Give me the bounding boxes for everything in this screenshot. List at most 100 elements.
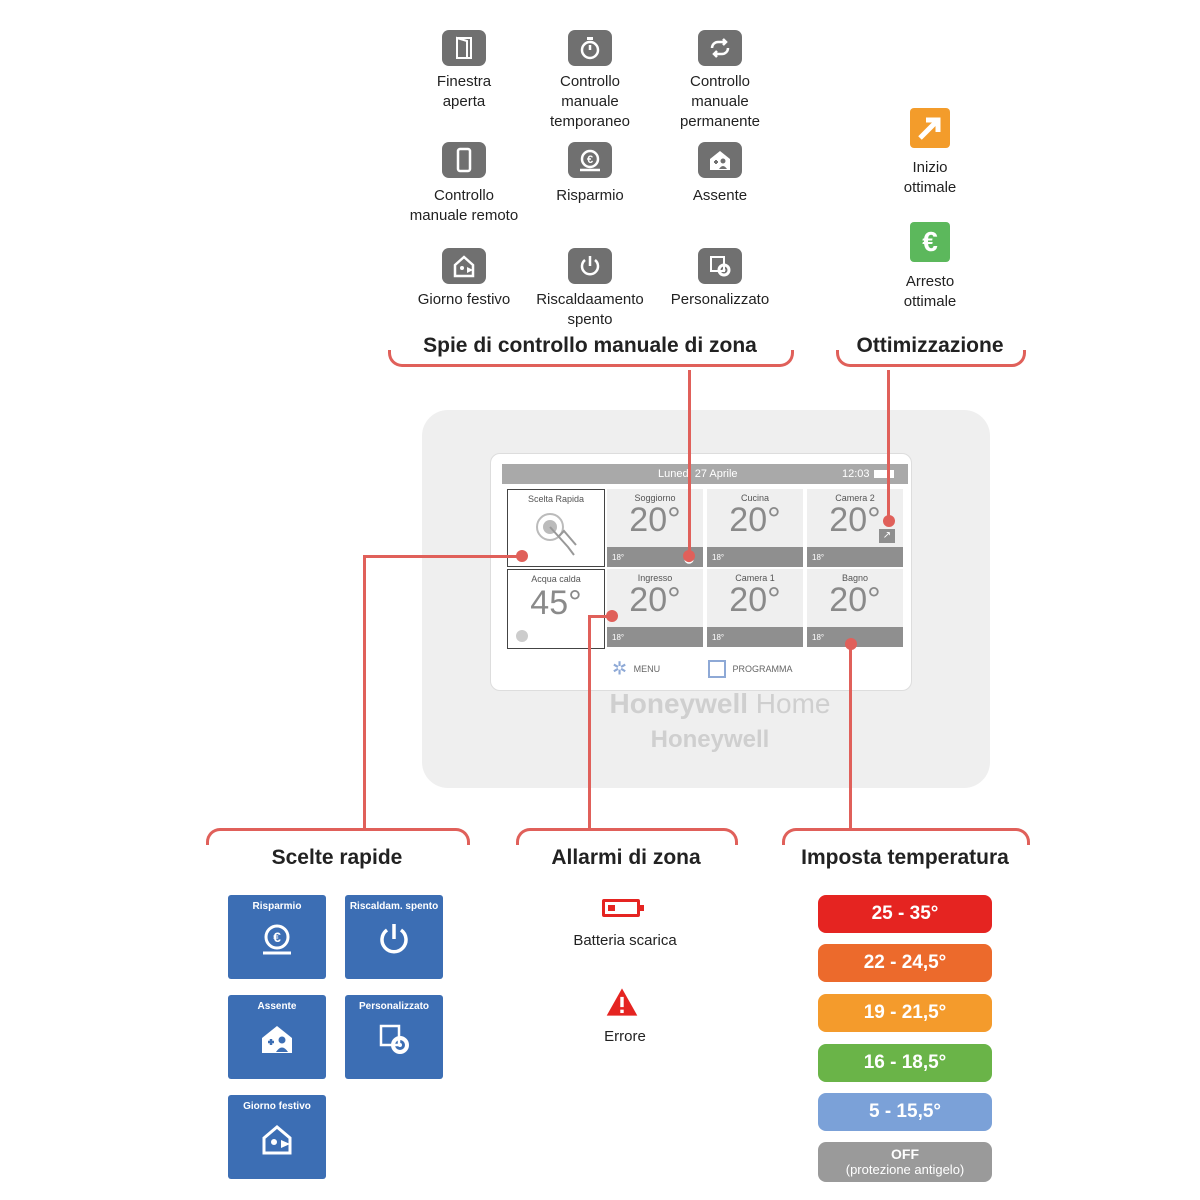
hot-water-tile[interactable]: Acqua calda 45° bbox=[507, 569, 605, 649]
away-icon bbox=[698, 142, 742, 178]
connector-optimization-dot bbox=[883, 515, 895, 527]
zone-name: Cucina bbox=[740, 493, 769, 503]
custom-gear-icon bbox=[698, 248, 742, 284]
calendar-icon bbox=[708, 659, 726, 678]
zone-name: Camera 1 bbox=[735, 573, 775, 583]
zone-setpoint-bar: 18° bbox=[807, 547, 903, 567]
quick-holiday-button[interactable]: Giorno festivo bbox=[228, 1095, 326, 1179]
zone-setpoint: 18° bbox=[712, 553, 725, 562]
temp-off-label: OFF bbox=[891, 1146, 919, 1162]
zone-name: Camera 2 bbox=[835, 493, 875, 503]
program-label: PROGRAMMA bbox=[732, 663, 793, 674]
arrow-up-right-icon bbox=[910, 108, 950, 148]
quick-saving-button[interactable]: Risparmio € bbox=[228, 895, 326, 979]
temperature-heading: Imposta temperatura bbox=[801, 846, 1009, 869]
zone-setpoint: 18° bbox=[612, 633, 625, 642]
power-icon bbox=[568, 248, 612, 284]
brand-honeywell: Honeywell bbox=[609, 688, 748, 719]
error-triangle-icon bbox=[606, 988, 638, 1016]
connector-alarm-dot bbox=[606, 610, 618, 622]
zone-tile[interactable]: Ingresso 20° 18° bbox=[607, 569, 703, 647]
status-time: 12:03 bbox=[842, 468, 870, 480]
manual-control-bracket bbox=[388, 350, 794, 367]
battery-status-icon bbox=[874, 470, 894, 478]
quick-away-button[interactable]: Assente bbox=[228, 995, 326, 1079]
quick-choices-bracket bbox=[206, 828, 470, 845]
program-button[interactable]: PROGRAMMA bbox=[708, 658, 793, 678]
quick-custom-button[interactable]: Personalizzato bbox=[345, 995, 443, 1079]
euro-icon: € bbox=[910, 222, 950, 262]
hot-water-status-dot bbox=[516, 630, 528, 642]
zone-tile[interactable]: Cucina 20° 18° bbox=[707, 489, 803, 567]
quick-heating-off-button[interactable]: Riscaldam. spento bbox=[345, 895, 443, 979]
connector-alarm-v bbox=[588, 615, 591, 830]
connector-quick-h bbox=[363, 555, 523, 558]
timer-icon bbox=[568, 30, 612, 66]
zone-name: Soggiorno bbox=[634, 493, 676, 503]
brand-logo: Honeywell Home bbox=[600, 688, 840, 720]
optimization-heading: Ottimizzazione bbox=[856, 334, 1004, 357]
phone-icon bbox=[442, 142, 486, 178]
temp-range-bar: 16 - 18,5° bbox=[818, 1044, 992, 1082]
zone-setpoint: 18° bbox=[612, 553, 625, 562]
connector-optimization bbox=[887, 370, 890, 520]
quick-custom-label: Personalizzato bbox=[358, 1001, 430, 1012]
zone-setpoint-bar: 18° bbox=[807, 627, 903, 647]
zone-alarms-bracket bbox=[516, 828, 738, 845]
zone-name: Ingresso bbox=[637, 573, 673, 583]
custom-gear-icon bbox=[379, 1024, 409, 1054]
brand-home: Home bbox=[755, 688, 831, 719]
zone-setpoint: 18° bbox=[812, 553, 825, 562]
away-icon bbox=[262, 1026, 292, 1053]
zone-tile[interactable]: Bagno 20° 18° bbox=[807, 569, 903, 647]
zone-temp: 20° bbox=[829, 501, 881, 539]
connector-manual-dot bbox=[683, 550, 695, 562]
temp-range-bar: 5 - 15,5° bbox=[818, 1093, 992, 1131]
quick-saving-label: Risparmio bbox=[252, 901, 302, 912]
zone-setpoint-bar: 18° bbox=[707, 547, 803, 567]
power-icon bbox=[380, 924, 408, 954]
temp-range-bar: 22 - 24,5° bbox=[818, 944, 992, 982]
euro-saving-icon: € bbox=[263, 924, 291, 955]
zone-setpoint-bar: 18° bbox=[707, 627, 803, 647]
loop-icon bbox=[698, 30, 742, 66]
zone-name: Bagno bbox=[841, 573, 869, 583]
zone-temp: 20° bbox=[629, 581, 681, 619]
connector-manual bbox=[688, 370, 691, 556]
quick-choices-heading: Scelte rapide bbox=[271, 846, 403, 869]
optimal-start-indicator-icon: ↗ bbox=[879, 529, 895, 543]
menu-label: MENU bbox=[633, 663, 661, 674]
touch-hand-icon bbox=[536, 513, 577, 556]
holiday-icon bbox=[442, 248, 486, 284]
quick-holiday-label: Giorno festivo bbox=[243, 1101, 311, 1112]
zone-setpoint-bar: 18° bbox=[607, 627, 703, 647]
status-date: Lunedì 27 Aprile bbox=[658, 468, 738, 480]
connector-alarm-h bbox=[588, 615, 614, 618]
temp-off-bar: OFF (protezione antigelo) bbox=[818, 1142, 992, 1182]
temperature-bracket bbox=[782, 828, 1030, 845]
connector-temp-v bbox=[849, 645, 852, 830]
zone-tile[interactable]: Camera 2 20° 18° ↗ bbox=[807, 489, 903, 567]
hot-water-label: Acqua calda bbox=[531, 574, 581, 584]
manual-control-heading: Spie di controllo manuale di zona bbox=[423, 334, 757, 357]
quick-heating-off-label: Riscaldam. spento bbox=[349, 901, 439, 912]
temp-range-bar: 25 - 35° bbox=[818, 895, 992, 933]
zone-temp: 20° bbox=[729, 501, 781, 539]
quick-choice-tile-label: Scelta Rapida bbox=[527, 494, 585, 504]
status-bar: Lunedì 27 Aprile 12:03 bbox=[502, 464, 908, 484]
zone-tile[interactable]: Camera 1 20° 18° bbox=[707, 569, 803, 647]
zone-setpoint: 18° bbox=[812, 633, 825, 642]
custom-label: Personalizzato bbox=[670, 291, 770, 308]
svg-text:€: € bbox=[587, 154, 593, 166]
temp-off-sub: (protezione antigelo) bbox=[845, 1162, 965, 1177]
gear-icon: ✲ bbox=[612, 658, 628, 679]
window-icon bbox=[442, 30, 486, 66]
menu-button[interactable]: ✲ MENU bbox=[612, 658, 661, 679]
connector-quick-dot bbox=[516, 550, 528, 562]
brand-sub-logo: Honeywell bbox=[650, 726, 770, 753]
